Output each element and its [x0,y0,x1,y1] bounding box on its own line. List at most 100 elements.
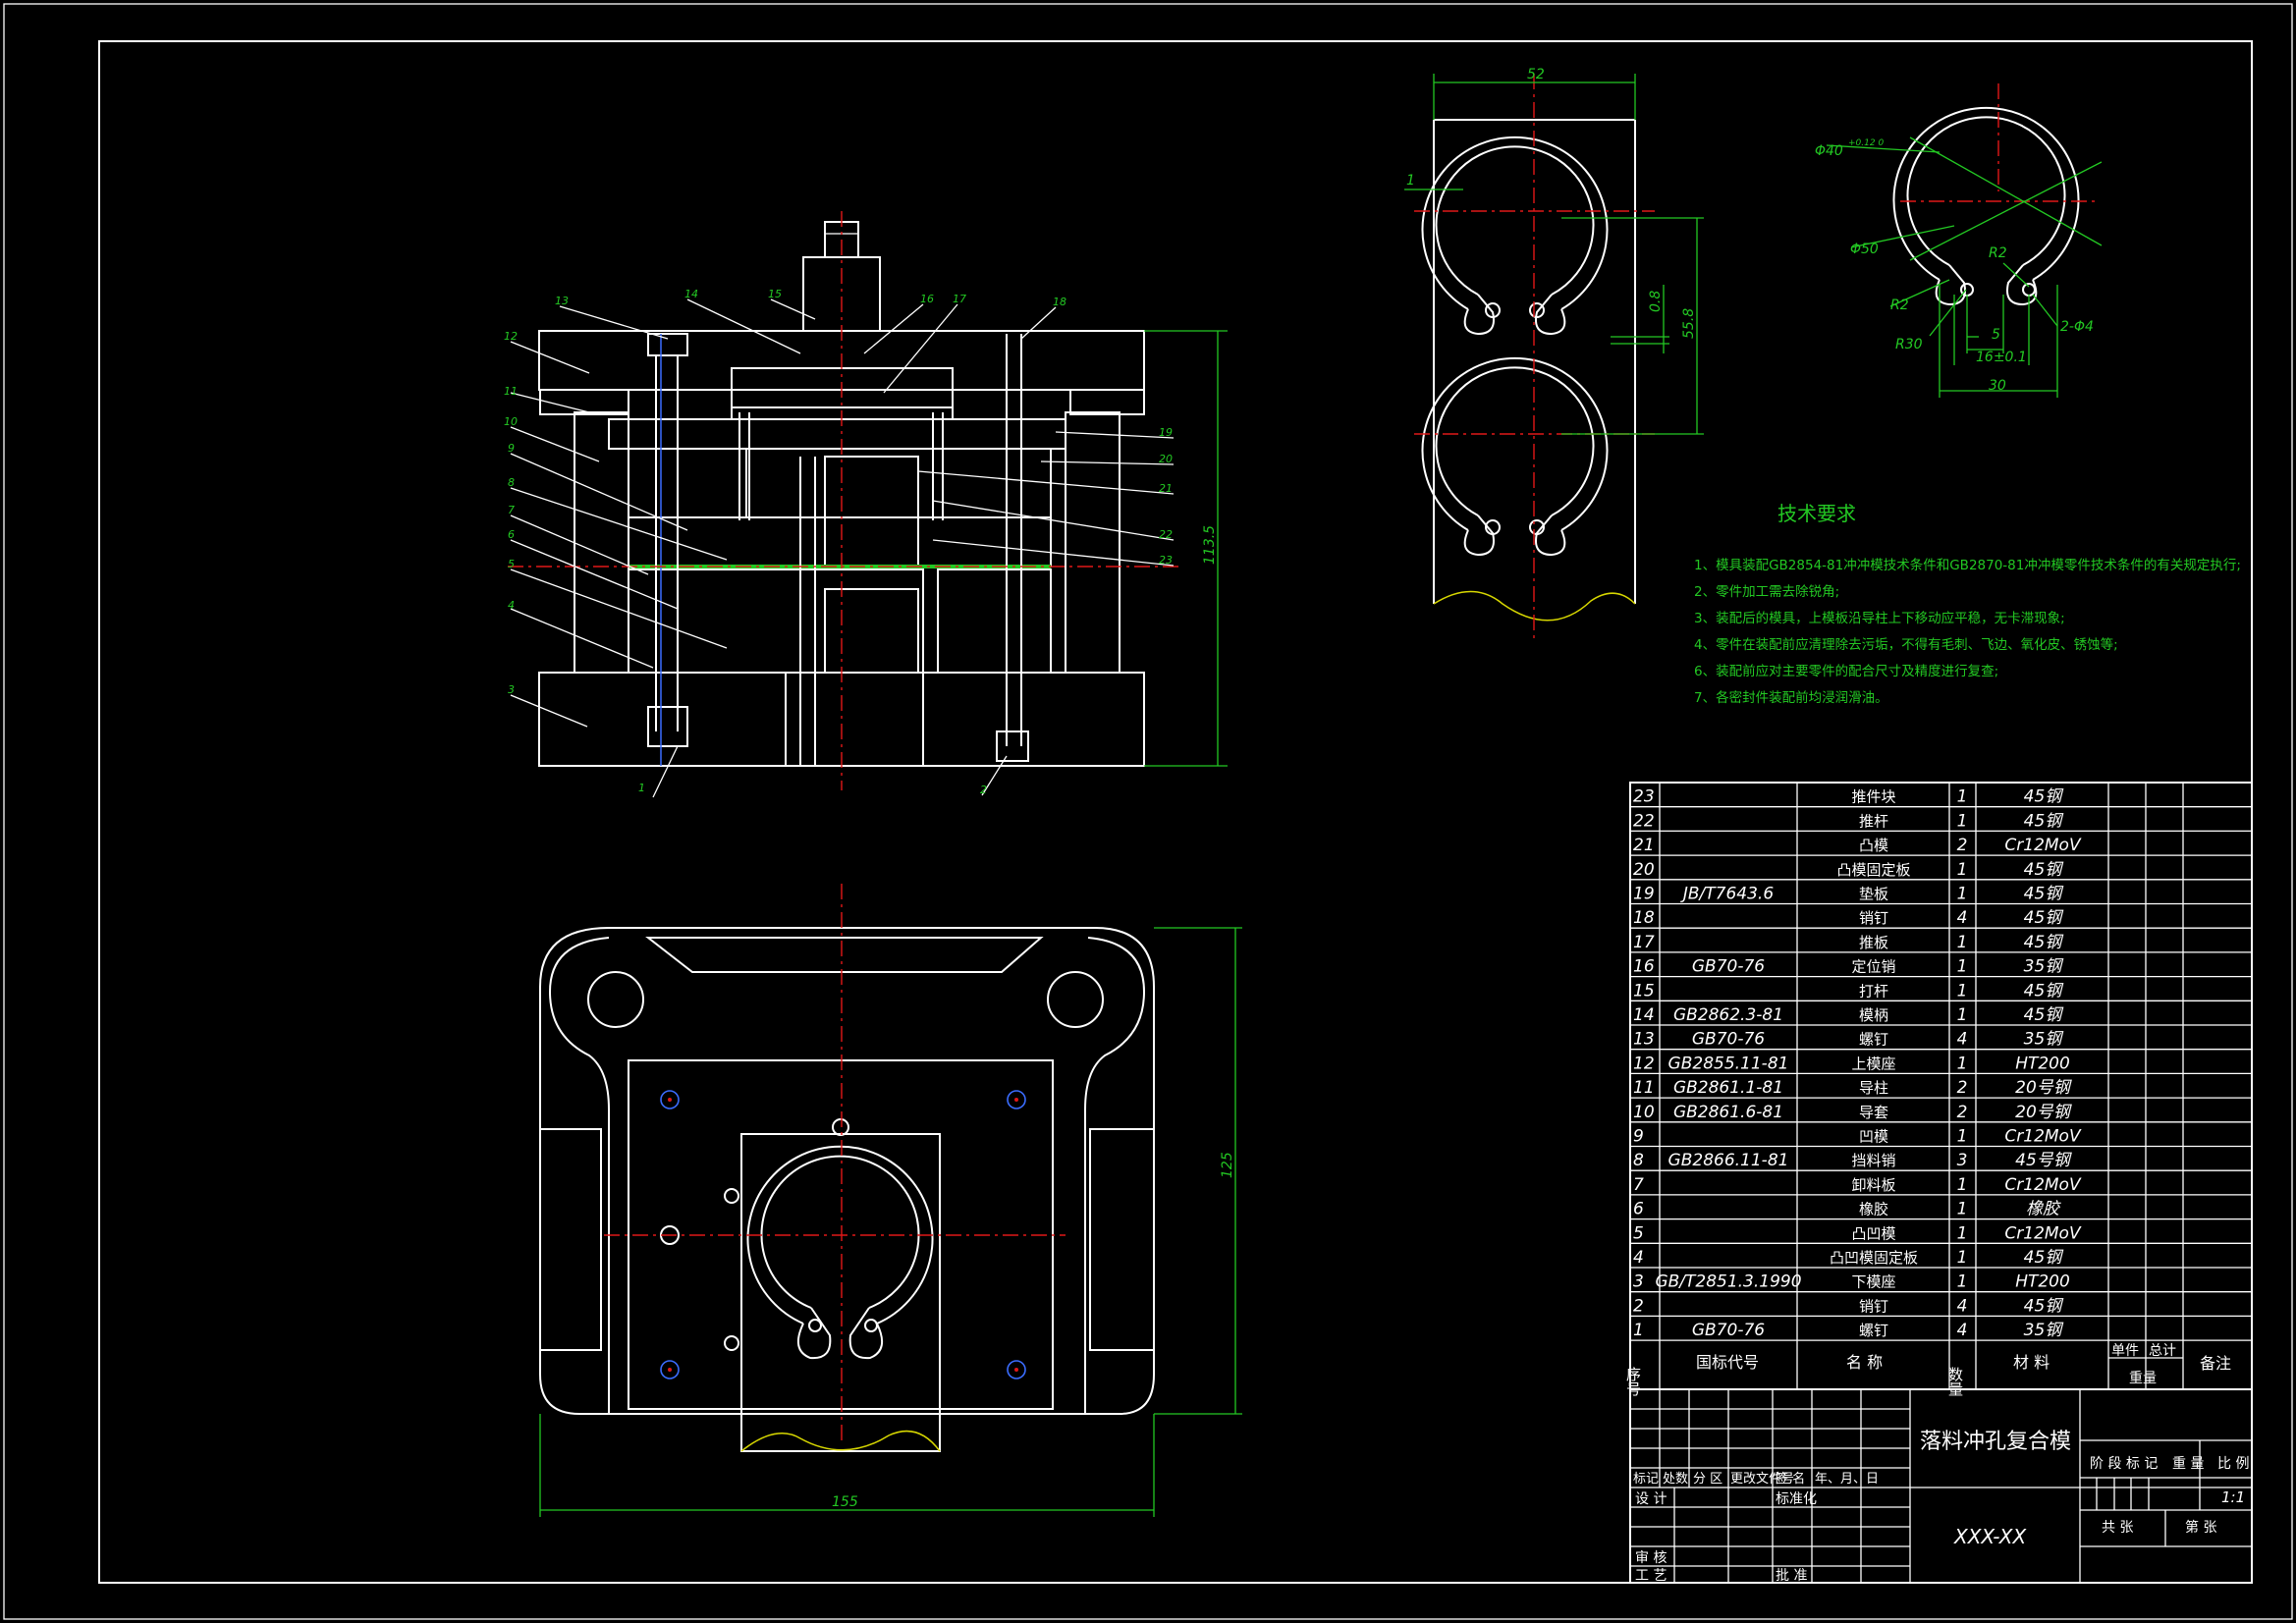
title-block-approve: 批 准 [1776,1568,1807,1584]
section-view: 113.5 1 [504,211,1228,798]
bom-cell-qty: 1 [1957,1272,1968,1292]
title-block-review: 审 核 [1635,1550,1667,1566]
bom-cell-no: 22 [1633,811,1655,831]
title-block-ratio: 比 例 [2217,1456,2249,1472]
bom-cell-mat: 35钢 [2024,1321,2065,1340]
bom-cell-name: 挡料销 [1851,1152,1895,1169]
bom-cell-no: 9 [1633,1127,1644,1147]
callout-10: 10 [504,415,518,428]
bom-cell-name: 螺钉 [1859,1322,1888,1339]
callout-19: 19 [1159,426,1173,439]
callout-14: 14 [684,288,698,300]
bom-cell-qty: 3 [1957,1151,1968,1170]
callout-4: 4 [508,599,515,612]
bom-cell-name: 模柄 [1859,1006,1888,1024]
bom-cell-qty: 1 [1957,787,1968,807]
bom-cell-name: 销钉 [1859,1297,1888,1315]
bom-cell-no: 18 [1633,908,1655,928]
bom-cell-std: GB2862.3-81 [1673,1005,1783,1025]
bom-cell-qty: 1 [1957,1054,1968,1073]
bom-cell-no: 10 [1633,1103,1655,1122]
bom-cell-no: 6 [1633,1200,1644,1219]
bom-cell-mat: 35钢 [2024,957,2065,977]
bom-cell-no: 19 [1633,885,1655,904]
title-block: 标记 处数 分 区 更改文件号 签 名 年、月、日 设 计 标准化 审 核 工 … [1629,1388,2253,1584]
bom-cell-name: 凸模固定板 [1836,861,1910,879]
bom-cell-mat: 45钢 [2024,933,2065,952]
bom-cell-mat: Cr12MoV [2004,1127,2082,1147]
bom-cell-mat: 45钢 [2024,860,2065,880]
callout-12: 12 [504,330,518,343]
tech-item-6: 7、各密封件装配前均浸润滑油。 [1694,689,1888,706]
dim-strip-width-52: 52 [1527,67,1545,82]
bom-cell-mat: 20号钢 [2015,1078,2073,1098]
drawing-number: XXX-XX [1953,1525,2027,1548]
bom-cell-no: 21 [1633,836,1655,855]
drawing-title: 落料冲孔复合模 [1920,1430,2071,1454]
bom-cell-mat: 20号钢 [2015,1103,2073,1122]
bom-cell-std: GB70-76 [1692,1321,1765,1340]
dim-dia40: Φ40 [1815,143,1843,159]
bom-cell-name: 螺钉 [1859,1031,1888,1049]
bom-cell-mat: Cr12MoV [2004,1175,2082,1195]
callout-2: 2 [980,784,987,796]
bom-cell-name: 推件块 [1851,788,1895,806]
bom-cell-qty: 1 [1957,1200,1968,1219]
bom-cell-no: 8 [1633,1151,1644,1170]
bom-cell-mat: 45钢 [2024,981,2065,1001]
bom-cell-std: JB/T7643.6 [1680,885,1774,904]
bom-cell-no: 4 [1633,1248,1644,1268]
bom-cell-qty: 4 [1957,1030,1968,1050]
bom-cell-qty: 4 [1957,1296,1968,1316]
bom-cell-qty: 1 [1957,1127,1968,1147]
callout-11: 11 [504,385,518,398]
callout-21: 21 [1159,482,1173,495]
bom-cell-qty: 4 [1957,1321,1968,1340]
tech-item-3: 3、装配后的模具，上模板沿导柱上下移动应平稳，无卡滞现象; [1694,610,2065,626]
bom-cell-mat: 45钢 [2024,1248,2065,1268]
callout-18: 18 [1053,296,1066,308]
bom-cell-name: 凸凹模固定板 [1830,1249,1918,1267]
callout-13: 13 [555,295,569,307]
bom-cell-std: GB2861.1-81 [1673,1078,1783,1098]
dim-width-155: 155 [832,1494,858,1510]
callout-22: 22 [1159,528,1173,541]
tech-item-5: 6、装配前应对主要零件的配合尺寸及精度进行复查; [1694,663,1998,679]
bom-cell-std: GB70-76 [1692,957,1765,977]
bom-cell-name: 橡胶 [1859,1201,1888,1218]
bom-header-std: 国标代号 [1696,1353,1759,1372]
callout-23: 23 [1159,554,1173,567]
bom-cell-mat: 45钢 [2024,1296,2065,1316]
bom-cell-qty: 1 [1957,1248,1968,1268]
dim-offset-1: 1 [1406,173,1415,189]
bom-cell-mat: Cr12MoV [2004,1223,2082,1243]
callout-1: 1 [638,782,645,794]
dim-dia40-tol: +0.12 0 [1848,138,1884,148]
bom-cell-no: 17 [1633,933,1655,952]
bom-cell-qty: 1 [1957,933,1968,952]
tech-item-4: 4、零件在装配前应清理除去污垢，不得有毛刺、飞边、氧化皮、锈蚀等; [1694,636,2118,653]
bom-cell-name: 推杆 [1859,812,1888,830]
bom-cell-no: 2 [1633,1296,1644,1316]
tech-requirements: 技术要求 1、模具装配GB2854-81冲冲模技术条件和GB2870-81冲冲模… [1694,502,2241,706]
bom-cell-no: 11 [1633,1078,1655,1098]
callout-3: 3 [508,683,515,696]
title-block-zone: 分 区 [1693,1472,1722,1487]
dim-step-558: 55.8 [1681,308,1697,339]
title-block-standardize: 标准化 [1776,1491,1817,1507]
dim-gap-08: 0.8 [1648,291,1664,312]
bom-cell-mat: HT200 [2015,1272,2070,1292]
bom-header-name: 名 称 [1846,1353,1883,1372]
bom-cell-name: 下模座 [1851,1273,1895,1291]
bom-cell-no: 1 [1633,1321,1644,1340]
title-block-design: 设 计 [1635,1491,1667,1507]
bom-cell-mat: 45钢 [2024,908,2065,928]
bom-cell-qty: 1 [1957,981,1968,1001]
bom-cell-qty: 2 [1957,1103,1968,1122]
dim-16: 16±0.1 [1976,350,2027,365]
bom-cell-qty: 1 [1957,1175,1968,1195]
title-block-process: 工 艺 [1635,1568,1667,1584]
bom-header-unit: 单件 [2111,1343,2139,1359]
bom-cell-no: 23 [1633,787,1655,807]
